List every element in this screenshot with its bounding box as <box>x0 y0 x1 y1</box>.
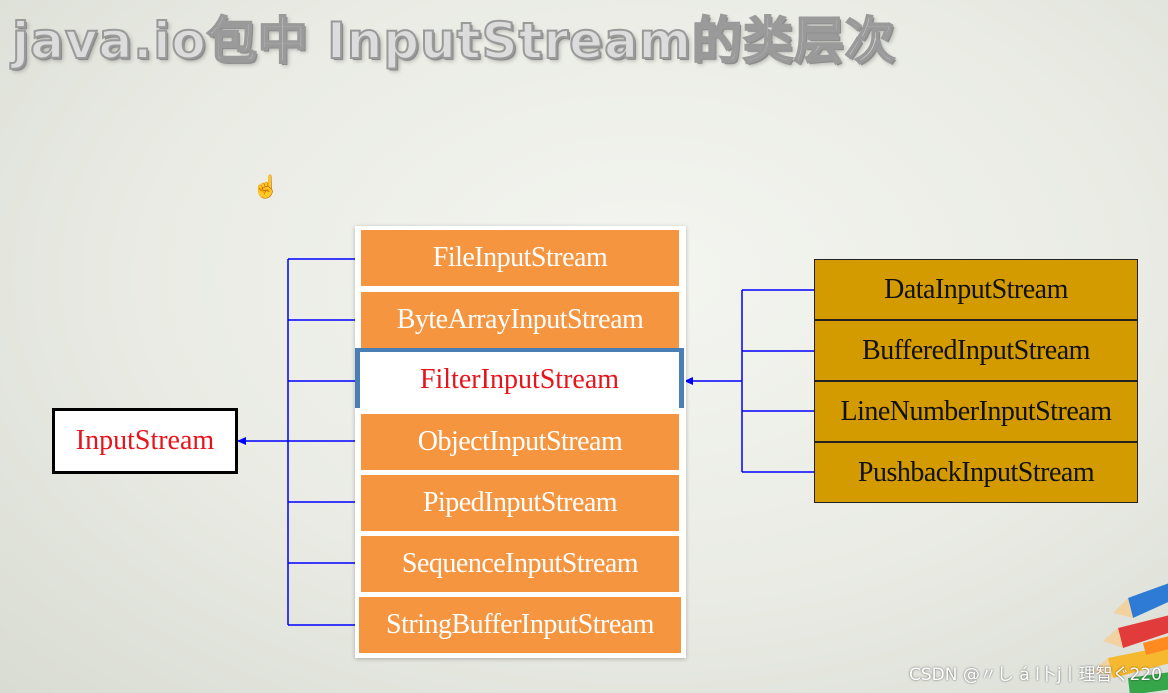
subclass-box-objectinputstream: ObjectInputStream <box>361 414 679 470</box>
subclass-box-pipedinputstream: PipedInputStream <box>361 475 679 531</box>
subclass-box-bytearrayinputstream: ByteArrayInputStream <box>361 292 679 348</box>
csdn-watermark: CSDN @〃し á l卜j丨理智ぐ220 <box>909 660 1162 685</box>
inputstream-root-box: InputStream <box>52 408 238 474</box>
filter-subclass-box-bufferedinputstream: BufferedInputStream <box>814 320 1138 381</box>
subclass-box-filterinputstream: FilterInputStream <box>355 348 684 408</box>
subclass-box-sequenceinputstream: SequenceInputStream <box>361 536 679 592</box>
filter-subclass-box-linenumberinputstream: LineNumberInputStream <box>814 381 1138 442</box>
filter-subclass-box-datainputstream: DataInputStream <box>814 259 1138 320</box>
subclass-box-stringbufferinputstream: StringBufferInputStream <box>359 597 681 653</box>
filter-subclass-box-pushbackinputstream: PushbackInputStream <box>814 442 1138 503</box>
subclass-box-fileinputstream: FileInputStream <box>361 230 679 286</box>
